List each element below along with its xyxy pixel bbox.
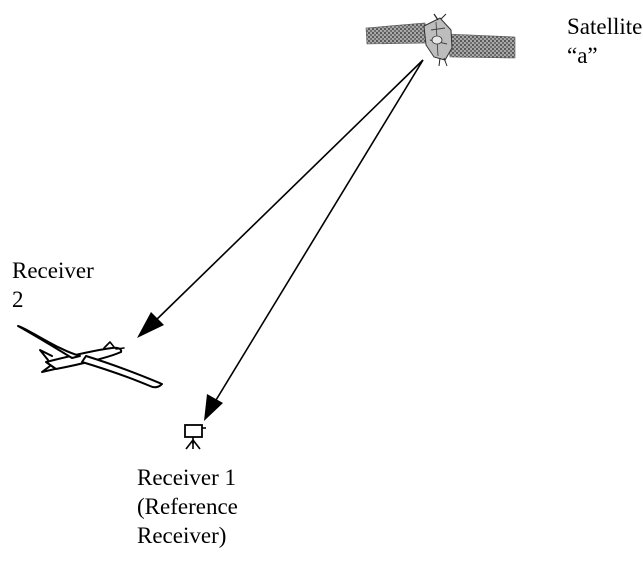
satellite-label-line-1: Satellite [567, 14, 643, 39]
receiver-2-label: Receiver 2 [12, 256, 94, 314]
receiver-1-label-line-2: (Reference [137, 494, 238, 519]
receiver-1-label: Receiver 1 (Reference Receiver) [137, 463, 238, 550]
reference-receiver-icon [184, 424, 206, 450]
satellite-right-panel [447, 33, 516, 59]
aircraft-icon [17, 325, 163, 389]
receiver-2-label-line-2: 2 [12, 287, 24, 312]
satellite-label-line-2: “a” [567, 43, 598, 68]
arrowhead-receiver-2 [137, 312, 164, 338]
signal-to-receiver-2 [137, 59, 424, 338]
satellite-left-panel [365, 22, 429, 45]
arrowhead-receiver-1 [204, 394, 223, 421]
receiver-box [184, 424, 203, 438]
receiver-1-label-line-1: Receiver 1 [137, 465, 236, 490]
satellite-icon [365, 13, 516, 67]
aircraft-right-wing [81, 355, 163, 389]
receiver-1-label-line-3: Receiver) [137, 523, 227, 548]
satellite-label: Satellite “a” [567, 12, 642, 70]
aircraft-tail [39, 349, 56, 373]
receiver-2-label-line-1: Receiver [12, 258, 94, 283]
signal-to-receiver-1 [204, 59, 424, 421]
aircraft-left-wing [17, 325, 81, 359]
